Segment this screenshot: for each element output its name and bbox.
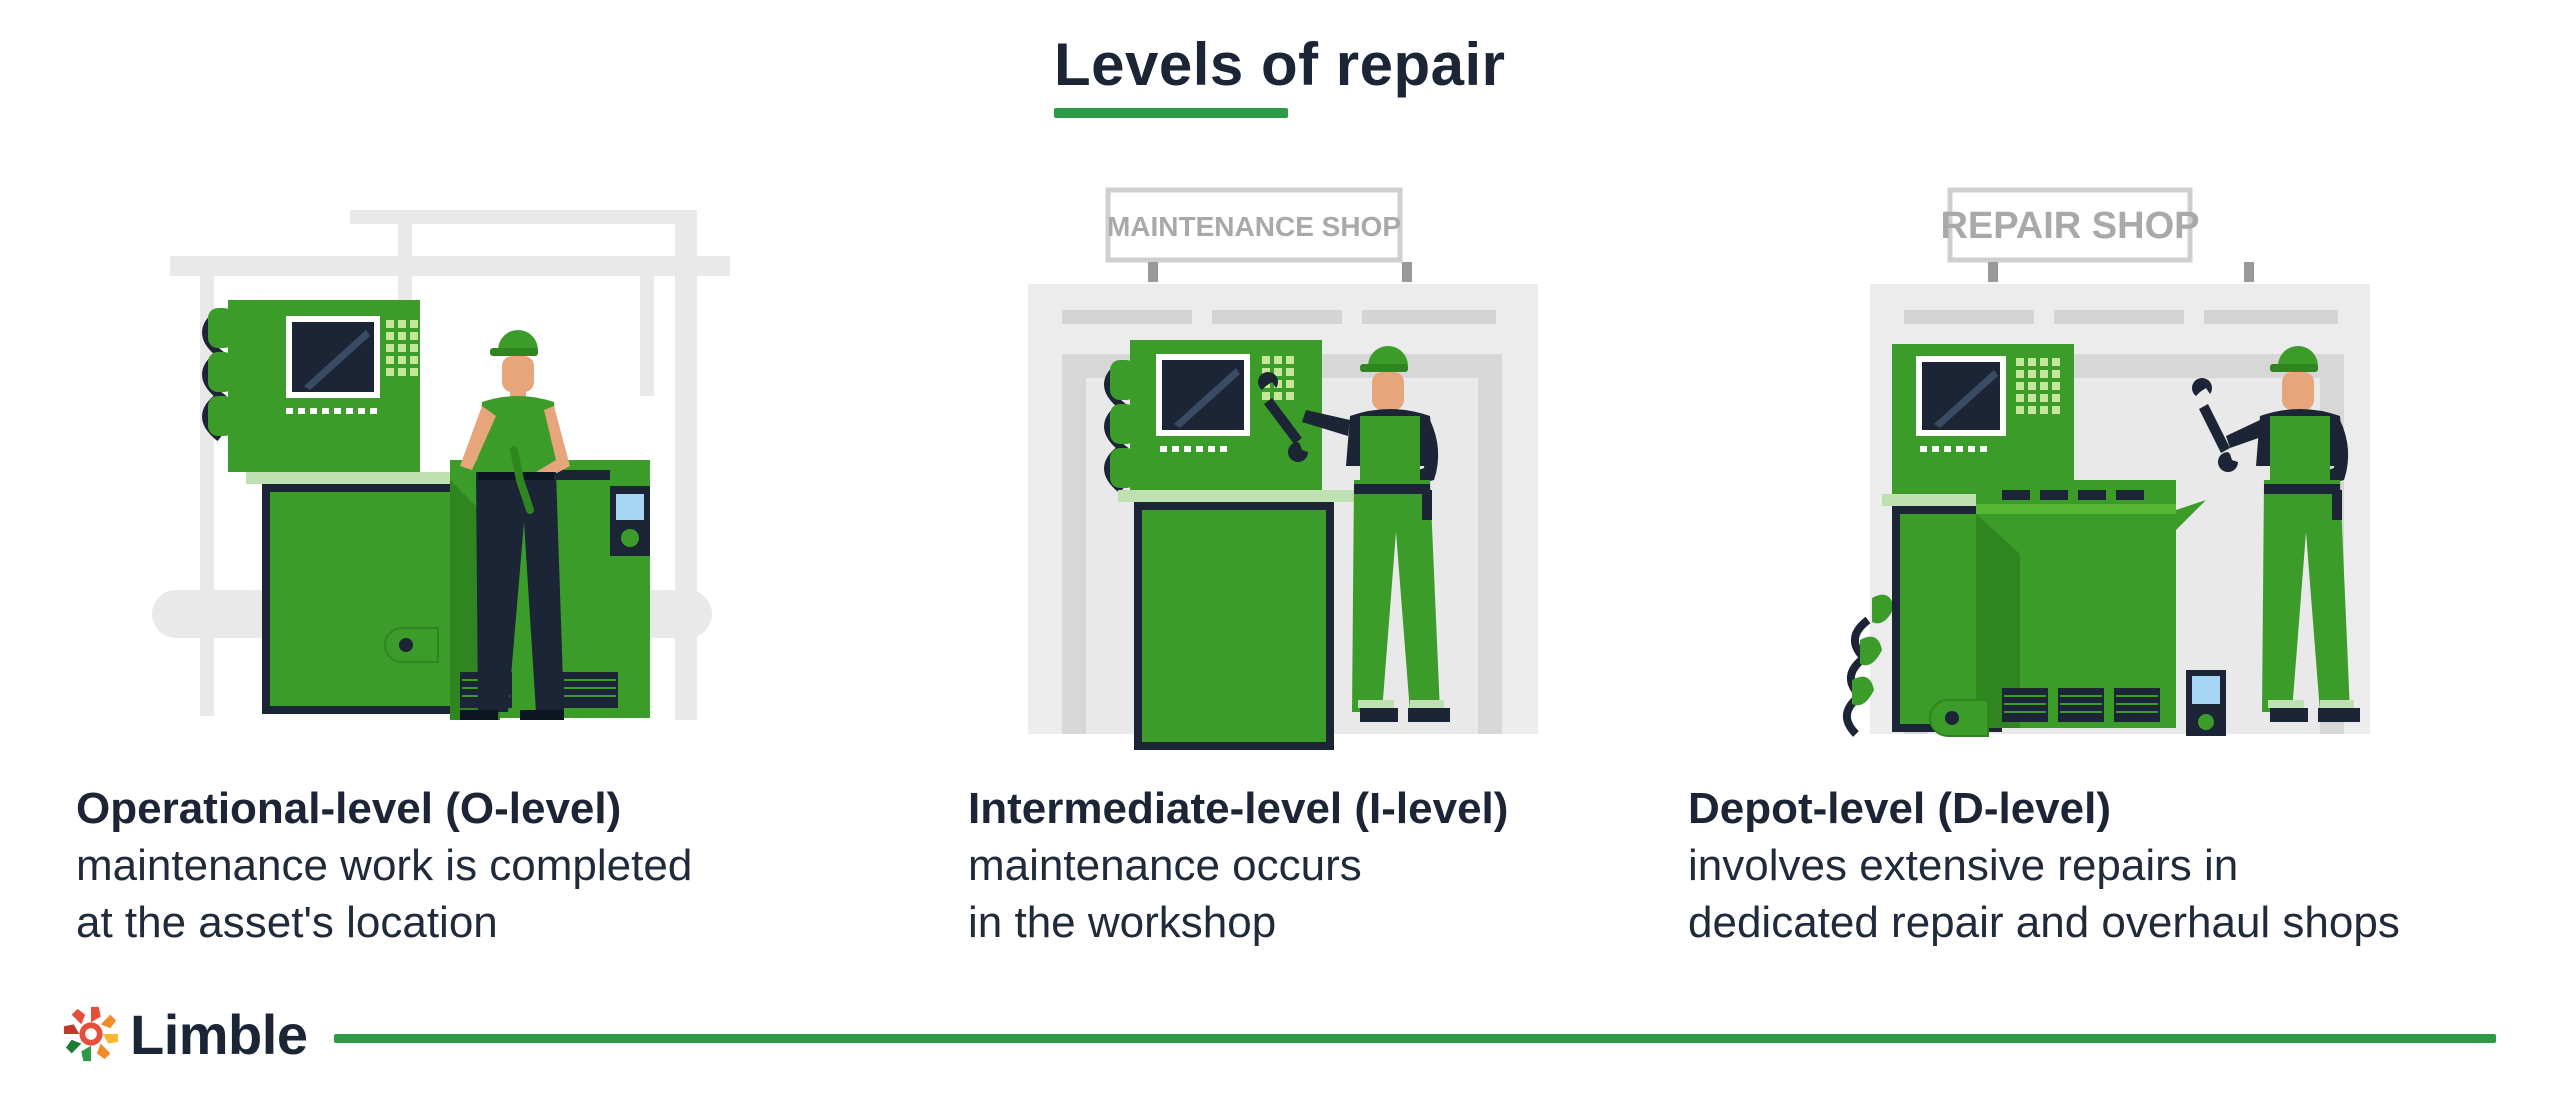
operational-level-illustration [152, 180, 830, 770]
limble-logo: Limble [62, 1000, 308, 1068]
maintenance-shop-sign: MAINTENANCE SHOP [1107, 211, 1401, 242]
wrench-icon [2192, 378, 2238, 472]
intermediate-level-illustration: MAINTENANCE SHOP [1010, 180, 1670, 770]
operational-level-title: Operational-level (O-level) [76, 784, 622, 833]
depot-level-illustration: REPAIR SHOP [1830, 180, 2490, 770]
intermediate-level-line-2: in the workshop [968, 898, 1277, 947]
brand-name: Limble [130, 1002, 308, 1066]
intermediate-level-line-1: maintenance occurs [968, 841, 1362, 890]
intermediate-level-title: Intermediate-level (I-level) [968, 784, 1509, 833]
operational-level-line-1: maintenance work is completed [76, 841, 693, 890]
depot-level-line-1: involves extensive repairs in [1688, 841, 2239, 890]
footer-rule [334, 1034, 2496, 1043]
intermediate-level-caption: Intermediate-level (I-level) maintenance… [968, 780, 1508, 951]
depot-level-caption: Depot-level (D-level) involves extensive… [1688, 780, 2400, 951]
operational-level-caption: Operational-level (O-level) maintenance … [76, 780, 692, 951]
operational-level-line-2: at the asset's location [76, 898, 498, 947]
title-underline [1054, 108, 1288, 118]
worker-figure [1258, 346, 1450, 722]
worker-figure [460, 330, 570, 720]
worker-figure [2192, 346, 2360, 722]
page-title: Levels of repair [1054, 31, 1506, 98]
wrench-icon [1258, 372, 1308, 462]
repair-shop-sign: REPAIR SHOP [1940, 205, 2199, 247]
depot-level-line-2: dedicated repair and overhaul shops [1688, 898, 2400, 947]
depot-level-title: Depot-level (D-level) [1688, 784, 2111, 833]
limble-gear-logo-icon [63, 1006, 119, 1062]
